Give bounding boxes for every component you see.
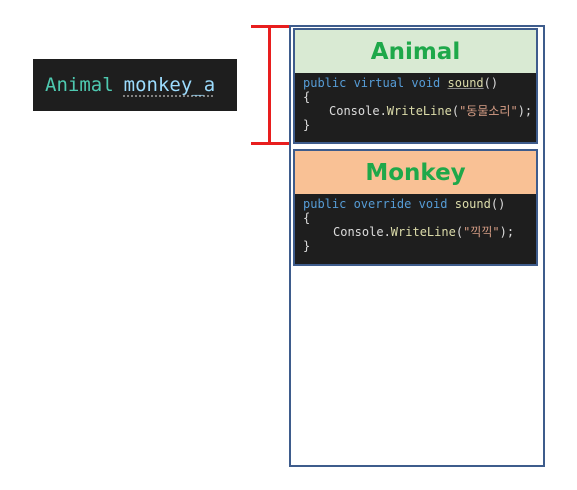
- close-brace: }: [303, 239, 311, 253]
- call-method: WriteLine: [390, 225, 456, 239]
- animal-class-title: Animal: [295, 30, 536, 73]
- call-open: (: [451, 104, 460, 118]
- call-method: WriteLine: [386, 104, 452, 118]
- method-parens: (): [483, 76, 499, 90]
- monkey-class-block: Monkey public override void sound() { Co…: [293, 149, 538, 266]
- animal-class-block: Animal public virtual void sound() { Con…: [293, 28, 538, 144]
- call-argument: "끽끽": [463, 225, 500, 239]
- call-object: Console.: [333, 225, 391, 239]
- animal-sound-method-code: public virtual void sound() { Console.Wr…: [295, 73, 536, 132]
- reference-bracket-bottom: [251, 142, 289, 145]
- object-memory-frame: [289, 25, 545, 467]
- method-modifiers: public override void: [303, 197, 448, 211]
- call-close: );: [517, 104, 533, 118]
- method-parens: (): [490, 197, 506, 211]
- close-brace: }: [303, 118, 311, 132]
- call-object: Console.: [329, 104, 387, 118]
- variable-name: monkey_a: [123, 74, 216, 96]
- monkey-class-title: Monkey: [295, 151, 536, 194]
- call-argument: "동물소리": [459, 104, 518, 118]
- open-brace: {: [303, 211, 311, 225]
- monkey-sound-method-code: public override void sound() { Console.W…: [295, 194, 536, 253]
- method-modifiers: public virtual void: [303, 76, 441, 90]
- variable-declaration-snippet: Animal monkey_a: [33, 59, 237, 111]
- call-open: (: [455, 225, 464, 239]
- declared-type: Animal: [45, 74, 114, 96]
- method-name: sound: [447, 76, 484, 90]
- call-close: );: [499, 225, 515, 239]
- reference-bracket-vertical: [268, 25, 271, 145]
- open-brace: {: [303, 90, 311, 104]
- method-name: sound: [454, 197, 491, 211]
